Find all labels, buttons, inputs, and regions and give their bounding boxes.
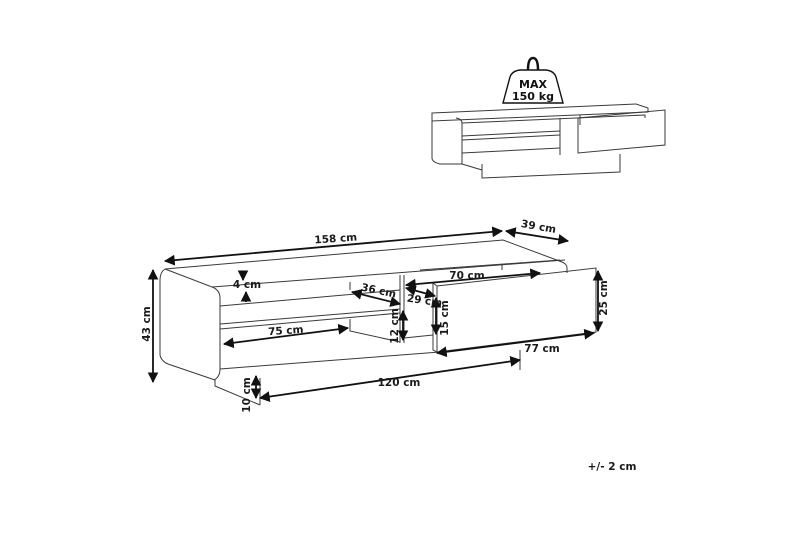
max-label: MAX [519, 78, 547, 91]
dimension-labels: 158 cm 39 cm 43 cm 4 cm 36 cm 75 cm 12 c… [141, 218, 610, 413]
max-weight-icon: MAX 150 kg [502, 56, 564, 104]
drawer-depth-label: 29 cm [406, 293, 443, 310]
drawer-width-label: 77 cm [524, 343, 559, 355]
weight-label: 150 kg [512, 90, 554, 103]
length-label: 158 cm [314, 232, 358, 247]
shelf-gap-label: 12 cm [389, 308, 401, 343]
base-height-label: 10 cm [241, 377, 253, 412]
drawer-inner-height-label: 15 cm [439, 300, 451, 335]
drawer-inner-width-label: 70 cm [449, 270, 484, 282]
overview-illustration [431, 103, 666, 179]
height-label: 43 cm [141, 306, 153, 341]
tolerance-note: +/- 2 cm [588, 461, 637, 473]
dimension-arrows [147, 226, 604, 402]
shelf-width-label: 75 cm [268, 324, 304, 338]
drawer-height-label: 25 cm [598, 280, 610, 315]
base-width-label: 120 cm [378, 377, 421, 389]
top-thickness-label: 4 cm [233, 279, 261, 291]
